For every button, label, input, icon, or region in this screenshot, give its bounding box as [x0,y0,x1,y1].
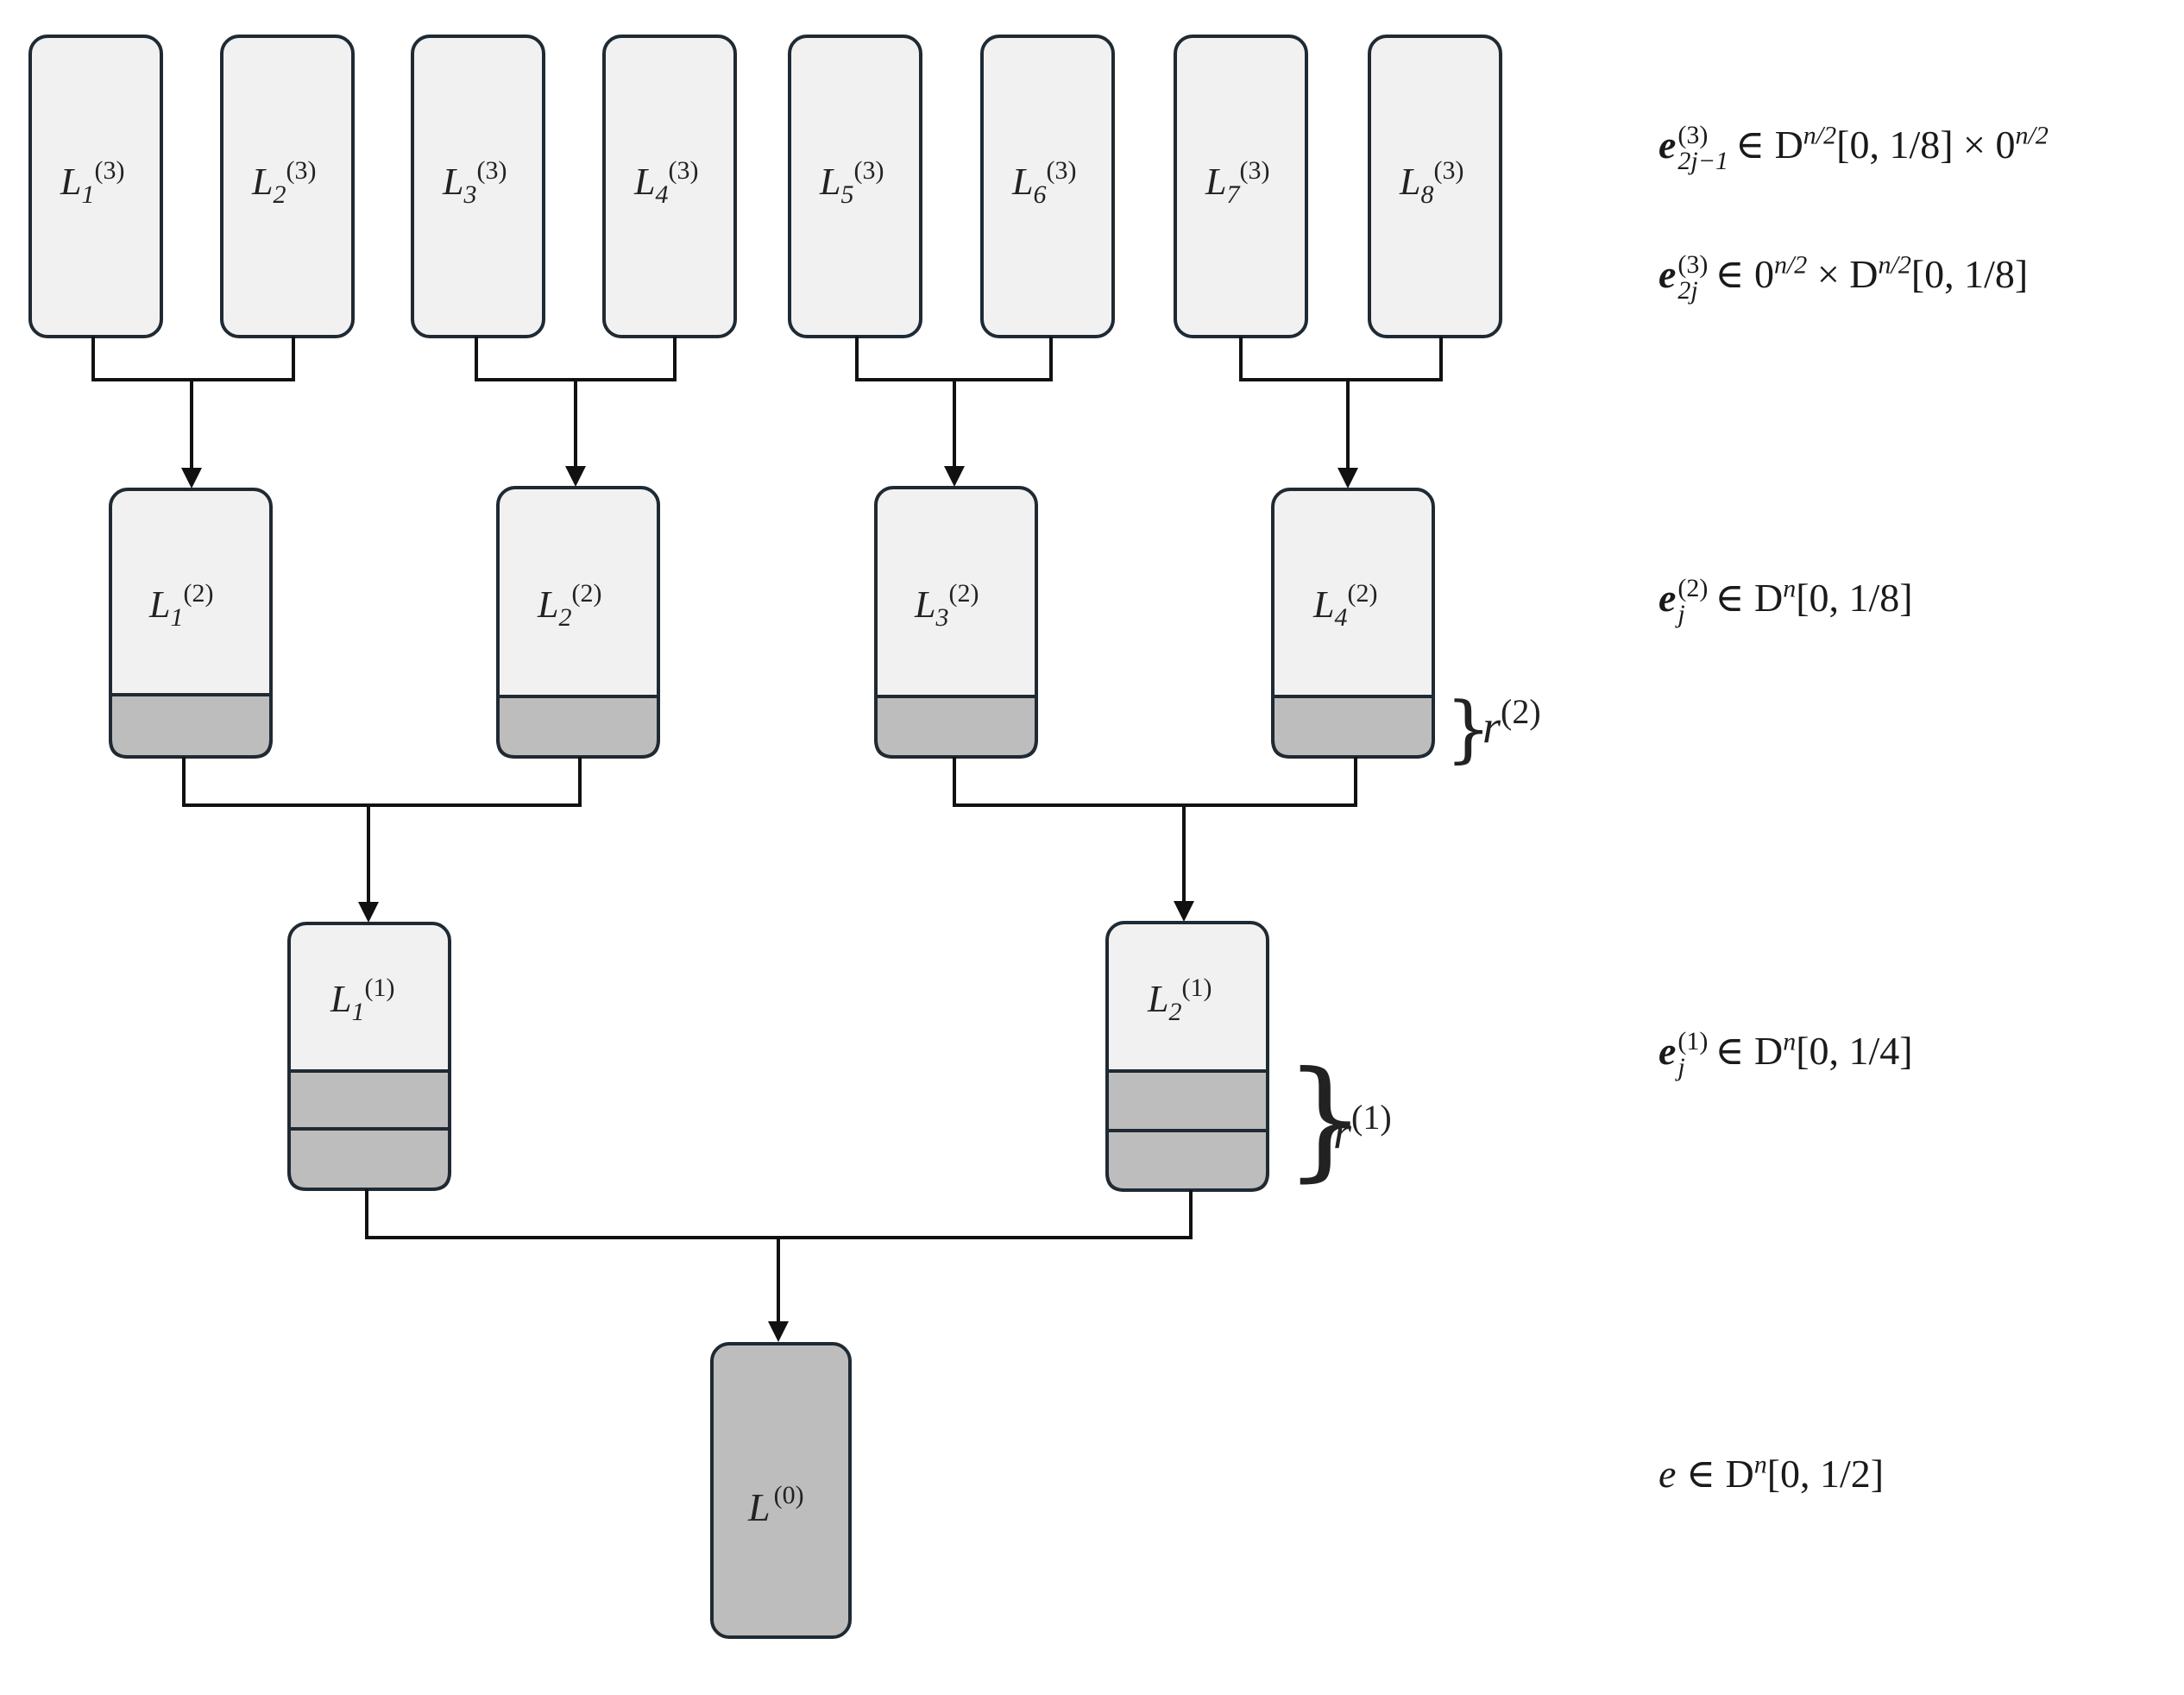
list-box-l3-5 [788,35,922,338]
list-box-l3-1 [28,35,163,338]
list-band-l1-1b [287,1127,451,1191]
brace-icon: } [1284,1044,1366,1194]
list-box-l3-3 [411,35,545,338]
level0-box: L(0) [710,1342,852,1639]
connectors-l1-l0 [365,1189,1193,1342]
level1-boxes [287,921,1269,1192]
level3-labels: L1(3) L2(3) L3(3) L4(3) L5(3) L6(3) L7(3… [60,156,1463,209]
r2-brace: } r(2) [1445,686,1541,771]
label-l3-4: L4(3) [633,156,698,209]
label-l2-1: L1(2) [148,579,213,632]
label-l3-1: L1(3) [60,156,124,209]
list-box-l0 [710,1342,852,1639]
list-band-l2-3 [874,695,1038,759]
r1-brace: } r(1) [1284,1044,1392,1194]
equation-level1: e(1)j∈ Dn[0, 1/4] [1658,1027,1913,1082]
level1-labels: L1(1) L2(1) [330,974,1212,1026]
connectors-l2-l1 [182,757,1357,923]
label-l3-5: L5(3) [819,156,884,209]
list-band-l1-1a [287,1069,451,1131]
label-l2-4: L4(2) [1312,579,1377,632]
label-l3-6: L6(3) [1011,156,1076,209]
label-l1-2: L2(1) [1147,974,1212,1026]
list-box-l3-8 [1368,35,1502,338]
label-l2-3: L3(2) [914,579,979,632]
label-l3-7: L7(3) [1205,156,1269,209]
label-l0: L(0) [747,1481,804,1529]
label-l3-2: L2(3) [251,156,316,209]
level2-boxes [109,486,1435,759]
brace-icon: } [1445,686,1491,771]
r2-label: r(2) [1482,692,1541,753]
equation-level3-odd: e(3)2j−1∈ Dn/2[0, 1/8] × 0n/2 [1658,121,2049,176]
list-box-l3-4 [602,35,737,338]
equation-level2: e(2)j∈ Dn[0, 1/8] [1658,574,1913,629]
equation-level3-even: e(3)2j∈ 0n/2 × Dn/2[0, 1/8] [1658,250,2029,306]
list-box-l3-7 [1174,35,1308,338]
equation-level0: e ∈ Dn[0, 1/2] [1658,1450,1885,1496]
list-band-l2-1 [109,693,273,759]
list-band-l1-2a [1105,1069,1269,1132]
connectors-l3-l2 [91,337,1443,488]
r1-label: r(1) [1333,1098,1392,1158]
label-l1-1: L1(1) [330,974,394,1026]
level2-labels: L1(2) L2(2) L3(2) L4(2) [148,579,1377,632]
label-l3-8: L8(3) [1399,156,1463,209]
label-l3-3: L3(3) [442,156,507,209]
list-box-l3-6 [980,35,1115,338]
list-band-l1-2b [1105,1129,1269,1192]
list-box-l3-2 [220,35,355,338]
list-band-l2-4 [1271,695,1435,759]
list-band-l2-2 [496,695,660,759]
label-l2-2: L2(2) [537,579,601,632]
level3-boxes [28,35,1502,338]
